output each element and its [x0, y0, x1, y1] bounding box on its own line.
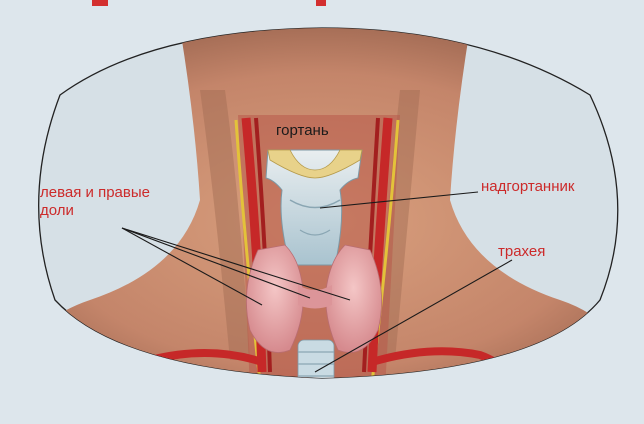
thyroid-right-lobe — [326, 245, 382, 353]
thyroid-lobes-label-line1: левая и правые — [40, 184, 150, 202]
larynx-label: гортань — [276, 122, 329, 140]
thyroid-lobes-label-line2: доли — [40, 202, 150, 220]
epiglottis-label: надгортанник — [481, 178, 574, 196]
thyroid-lobes-label: левая и правые доли — [40, 184, 150, 220]
trachea-label: трахея — [498, 243, 545, 261]
thyroid-left-lobe — [246, 245, 303, 353]
top-title-fragments — [92, 0, 326, 6]
